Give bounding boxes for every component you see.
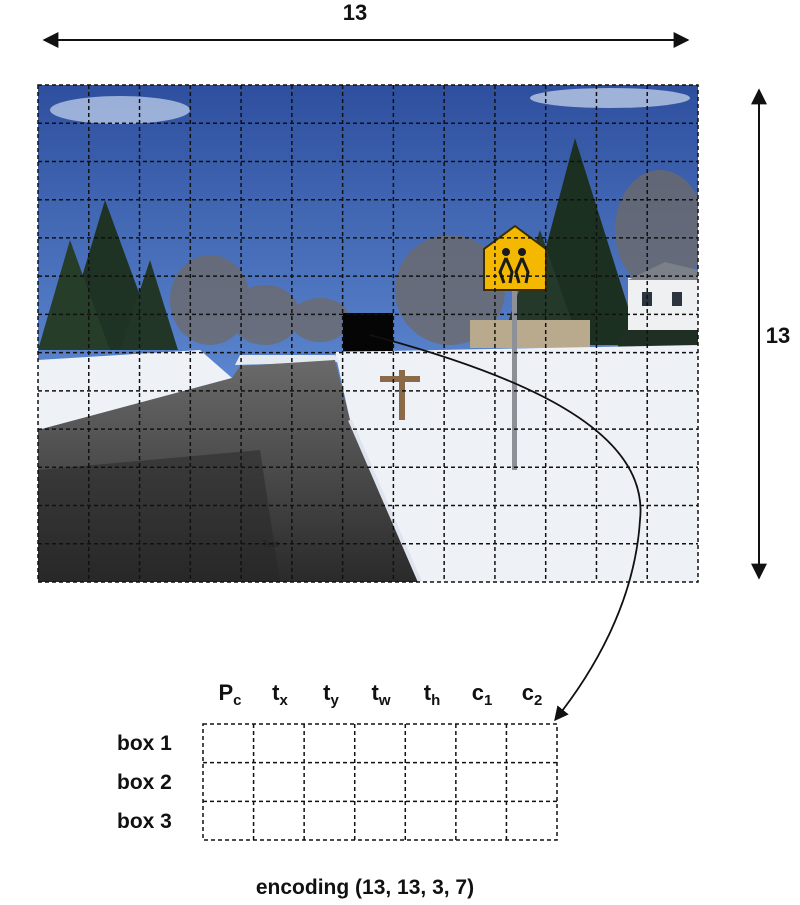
column-header-th: th xyxy=(423,680,441,709)
column-header-ty: ty xyxy=(323,680,339,709)
encoding-label: encoding (13, 13, 3, 7) xyxy=(255,876,475,899)
width-label: 13 xyxy=(343,0,367,25)
school-crossing-sign xyxy=(483,224,547,470)
photo-grid-overlay xyxy=(37,84,699,583)
column-header-c1: c1 xyxy=(471,680,493,709)
height-label: 13 xyxy=(766,323,790,348)
row-label-box-2: box 2 xyxy=(117,771,172,794)
column-header-tw: tw xyxy=(371,680,391,709)
snow-left xyxy=(38,350,232,430)
row-label-box-3: box 3 xyxy=(117,810,172,833)
redacted-block xyxy=(343,313,393,351)
evergreen-left xyxy=(38,200,178,350)
mailbox-post xyxy=(380,370,420,420)
table-header: Pc tx ty tw th c1 c2 xyxy=(205,680,560,716)
encoding-table-grid xyxy=(202,723,558,841)
column-header-c2: c2 xyxy=(521,680,543,709)
column-header-tx: tx xyxy=(272,680,288,709)
row-label-box-1: box 1 xyxy=(117,732,172,755)
column-header-pc: Pc xyxy=(218,680,242,709)
street-photo: Text xyxy=(38,85,698,582)
connector-arrow xyxy=(369,334,642,722)
